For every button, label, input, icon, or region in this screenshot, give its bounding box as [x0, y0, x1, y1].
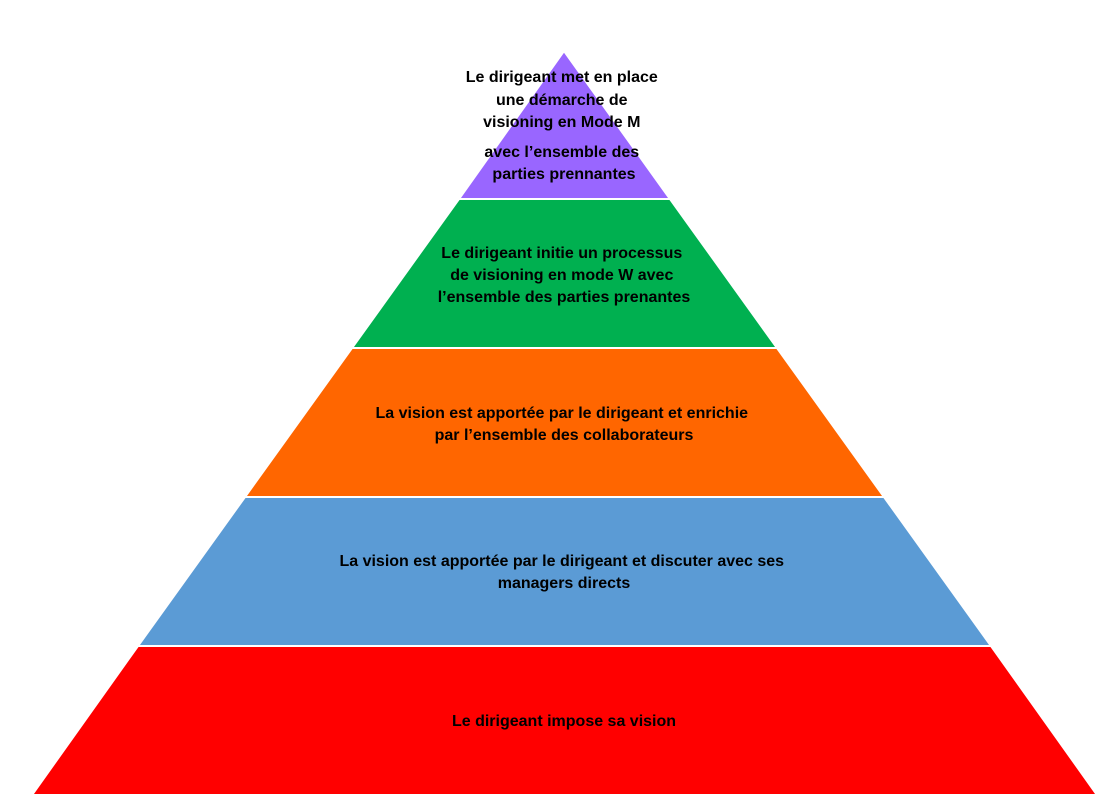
tier-3-line-1: La vision est apportée par le dirigeant … [375, 405, 748, 422]
tier-1-label: Le dirigeant impose sa vision [452, 713, 676, 730]
pyramid-tier-3: La vision est apportée par le dirigeant … [243, 347, 886, 498]
tier-1-line-1: Le dirigeant impose sa vision [452, 713, 676, 730]
tier-3-label: La vision est apportée par le dirigeant … [375, 405, 752, 444]
tier-4-line-2: de visioning en mode W avec [450, 267, 673, 284]
tier-2-label: La vision est apportée par le dirigeant … [339, 553, 788, 592]
pyramid-tier-4: Le dirigeant initie un processus de visi… [350, 198, 779, 349]
tier-4-line-3: l’ensemble des parties prenantes [438, 289, 691, 306]
tier-5-line-3: visioning en Mode M [483, 114, 640, 131]
tier-5-line-5: parties prennantes [492, 166, 635, 183]
tier-3-shape [243, 347, 886, 498]
pyramid-tier-5: Le dirigeant met en place une démarche d… [457, 49, 672, 200]
tier-3-line-2: par l’ensemble des collaborateurs [435, 427, 694, 444]
tier-5-line-2: une démarche de [496, 92, 628, 109]
tier-4-line-1: Le dirigeant initie un processus [441, 245, 682, 262]
tier-5-label: Le dirigeant met en place une démarche d… [466, 69, 663, 183]
tier-4-label: Le dirigeant initie un processus de visi… [438, 245, 691, 306]
pyramid-tier-1: Le dirigeant impose sa vision [30, 645, 1099, 796]
tier-1-shape [30, 645, 1099, 796]
tier-2-line-2: managers directs [498, 575, 631, 592]
tier-5-line-4: avec l’ensemble des [484, 144, 639, 161]
tier-2-shape [136, 496, 993, 647]
tier-5-line-1: Le dirigeant met en place [466, 69, 658, 86]
pyramid-tier-2: La vision est apportée par le dirigeant … [136, 496, 993, 647]
tier-2-line-1: La vision est apportée par le dirigeant … [339, 553, 784, 570]
